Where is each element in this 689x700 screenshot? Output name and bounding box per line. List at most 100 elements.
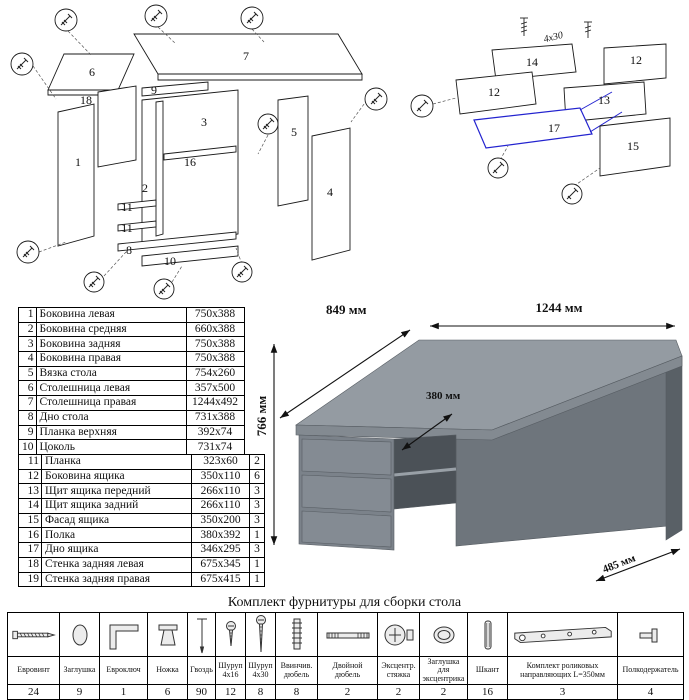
highlight-lines [579, 91, 623, 133]
part-label: 11 [121, 200, 133, 214]
part-side-right-4 [311, 127, 351, 261]
desk-side-right [665, 355, 683, 541]
part-number: 16 [18, 527, 42, 544]
hw-label: Гвоздь [187, 655, 216, 686]
part-size: 350x110 [191, 468, 250, 485]
part-number: 5 [18, 365, 37, 382]
part-plank-11b [117, 220, 157, 232]
part-name: Стенка задняя левая [41, 556, 192, 573]
part-shelf-16 [163, 145, 237, 161]
part-label: 9 [151, 83, 157, 97]
part-number: 10 [18, 439, 37, 455]
part-qty: 1 [249, 571, 265, 588]
part-name: Щит ящика задний [41, 498, 192, 514]
screw-icons [520, 17, 592, 38]
hw-label: Шуруп 4x30 [245, 655, 276, 686]
hw-qty: 6 [147, 684, 188, 700]
hw-qty: 8 [275, 684, 318, 700]
hw-icon-cell [59, 612, 100, 657]
part-number: 14 [18, 498, 42, 514]
part-label: 4 [327, 185, 333, 199]
part-strip-9 [141, 81, 209, 97]
hw-icon-cell [147, 612, 188, 657]
part-size: 1244x492 [185, 395, 245, 411]
part-name: Фасад ящика [41, 512, 192, 529]
hw-qty: 16 [467, 684, 508, 700]
part-tie-5 [277, 95, 309, 207]
part-label: 5 [291, 125, 297, 139]
part-plank-11a [117, 199, 157, 211]
wood-dowel-icon [484, 620, 491, 649]
hw-icon-cell [245, 612, 276, 657]
part-name: Щит ящика передний [41, 483, 192, 500]
part-number: 18 [18, 556, 42, 573]
part-side-left-1 [57, 103, 95, 247]
part-name: Планка [41, 454, 192, 470]
dimension-label-766: 766 мм [254, 395, 269, 437]
screw-4x16-icon [225, 620, 236, 646]
part-number: 12 [18, 468, 42, 485]
exploded-diagram-drawer: 14 12 12 13 17 15 4x30 [410, 17, 671, 205]
dimension-label-1244: 1244 мм [535, 300, 583, 315]
foot-icon [158, 624, 177, 645]
part-name: Вязка стола [35, 365, 187, 382]
part-label: 1 [75, 155, 81, 169]
screw-size-note: 4x30 [543, 30, 565, 45]
hw-icon-cell [187, 612, 216, 657]
hw-icon-cell [215, 612, 246, 657]
part-size: 660x388 [185, 321, 245, 338]
screw-4x30-icon [255, 614, 266, 652]
hw-qty: 4 [617, 684, 684, 700]
part-number: 15 [18, 512, 42, 529]
part-label: 13 [598, 93, 610, 107]
part-name: Боковина средняя [35, 321, 187, 338]
hw-label: Шуруп 4x16 [215, 655, 246, 686]
part-label: 16 [184, 155, 196, 169]
desk-render [270, 322, 683, 582]
hardware-callout-icons [410, 94, 583, 205]
hw-qty: 2 [419, 684, 468, 700]
part-number: 4 [18, 351, 37, 367]
leader-lines [32, 26, 368, 283]
hw-icon-cell [317, 612, 378, 657]
part-label: 15 [627, 139, 639, 153]
shelf-pin-icon [639, 628, 657, 642]
hw-icon-cell [507, 612, 618, 657]
hw-qty: 3 [507, 684, 618, 700]
part-size: 380x392 [191, 527, 250, 544]
part-size: 750x388 [185, 307, 245, 323]
part-name: Боковина ящика [41, 468, 192, 485]
hardware-kit-table: Евровинт Заглушка Евроключ Ножка Гвоздь … [7, 612, 684, 700]
dim-arrow-849 [279, 329, 411, 419]
part-label: 12 [630, 53, 642, 67]
hw-icon-cell [99, 612, 148, 657]
part-size: 731x74 [185, 439, 245, 455]
part-qty: 3 [249, 483, 265, 500]
hw-label: Ножка [147, 655, 188, 686]
part-plinth-10 [141, 245, 239, 267]
part-name: Цоколь [35, 439, 187, 455]
part-qty: 6 [249, 468, 265, 485]
desk-shelf [393, 467, 457, 477]
hw-label: Заглушка для эксцентрика [419, 655, 468, 686]
dimension-label-380: 380 мм [426, 390, 461, 402]
part-size: 675x345 [191, 556, 250, 573]
part-size: 750x388 [185, 351, 245, 367]
part-drawer-facade-15 [599, 117, 671, 177]
hw-icon-cell [275, 612, 318, 657]
part-label: 3 [201, 115, 207, 129]
desk-top-edge [295, 355, 683, 441]
part-number: 2 [18, 321, 37, 338]
